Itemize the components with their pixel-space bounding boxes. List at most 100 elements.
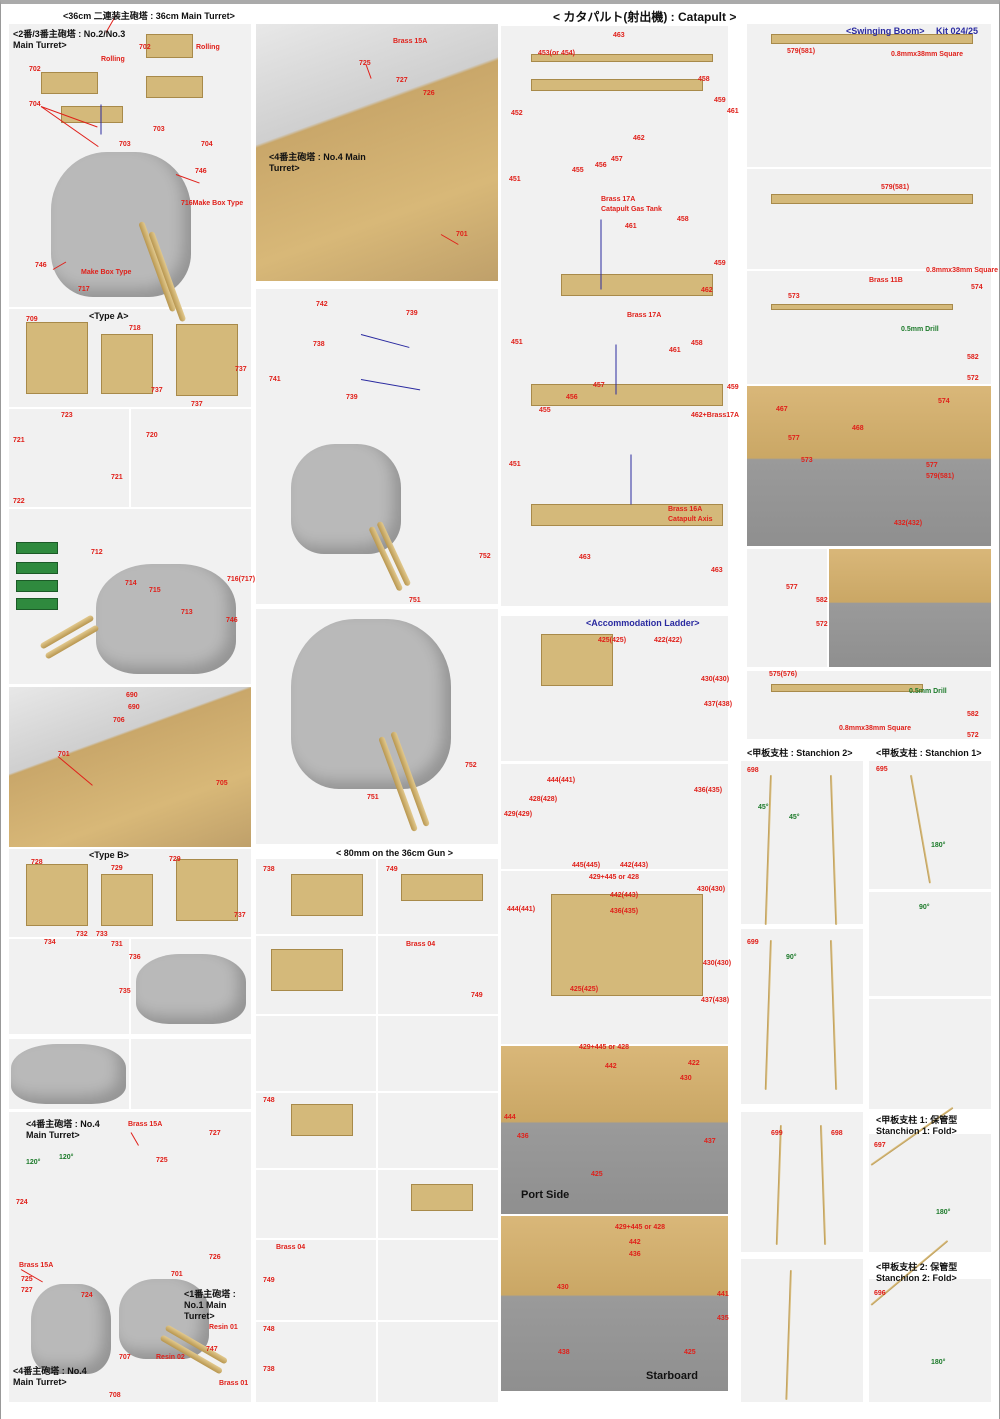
part-label-l462b: 462 [701, 287, 713, 294]
part-label-l708: 708 [109, 1392, 121, 1399]
photo-boom [747, 386, 991, 546]
part-label-brass16a: Brass 16A [668, 506, 703, 513]
photo-etch-part-8 [401, 874, 483, 901]
header-kit: Kit 024/25 [936, 26, 979, 36]
panel-stanchion1-fold-a [741, 1112, 863, 1252]
part-label-l717: 717 [78, 286, 90, 293]
part-label-l726: 726 [423, 90, 435, 97]
part-label-l749: 749 [386, 866, 398, 873]
header-no23: <2番/3番主砲塔 : No.2/No.3 Main Turret> [13, 29, 126, 50]
header-stanchion2-fold: <甲板支柱 2: 保管型 Stanchion 2: Fold> [876, 1262, 958, 1283]
part-label-l442: 442(443) [620, 862, 649, 869]
part-label-l702b: 702 [139, 44, 151, 51]
part-label-s442: 442 [629, 1239, 641, 1246]
photo-etch-part-15 [531, 384, 723, 406]
part-label-l429: 429(429) [504, 811, 533, 818]
part-label-l712: 712 [91, 549, 103, 556]
part-label-l731: 731 [111, 941, 123, 948]
part-label-l463c: 463 [711, 567, 723, 574]
part-label-l746b: 746 [35, 262, 47, 269]
part-label-l463b: 463 [579, 554, 591, 561]
part-label-l748b: 748 [263, 1326, 275, 1333]
part-label-l574: 574 [971, 284, 983, 291]
part-label-p436: 436 [517, 1133, 529, 1140]
part-label-l573b: 573 [801, 457, 813, 464]
part-label-l737c: 737 [235, 366, 247, 373]
panel-turret-top2 [131, 1039, 251, 1109]
part-label-l468: 468 [852, 425, 864, 432]
part-label-l727b: 727 [209, 1130, 221, 1137]
part-label-l698: 698 [747, 767, 759, 774]
panel-type-b-assembly1 [9, 939, 129, 1034]
part-label-l748: 748 [263, 1097, 275, 1104]
part-label-l705: 705 [216, 780, 228, 787]
photo-etch-part-18 [551, 894, 703, 996]
part-label-l457b: 457 [593, 382, 605, 389]
turret-model-6 [31, 1284, 111, 1374]
panel-type-a-assembly2 [131, 409, 251, 507]
part-label-l579b: 579(581) [881, 184, 910, 191]
part-label-d120a: 120° [26, 1159, 41, 1166]
photo-etch-part-22 [771, 684, 923, 692]
part-label-l739b: 739 [346, 394, 358, 401]
turret-model-3 [291, 619, 451, 789]
part-label-l461b: 461 [625, 223, 637, 230]
part-label-p425: 425 [591, 1171, 603, 1178]
photo-etch-part-10 [411, 1184, 473, 1211]
part-label-p422: 422 [688, 1060, 700, 1067]
part-label-l751b: 751 [367, 794, 379, 801]
part-label-l703a: 703 [119, 141, 131, 148]
part-label-d45b: 45° [789, 814, 800, 821]
part-label-l715: 715 [149, 587, 161, 594]
part-label-l716: 716(717) [227, 576, 256, 583]
part-label-l713: 713 [181, 609, 193, 616]
photo-etch-part-13 [531, 79, 703, 91]
part-label-l452: 452 [511, 110, 523, 117]
part-label-mbt1: 716Make Box Type [181, 200, 244, 207]
photo-etch-part-4 [26, 322, 88, 394]
part-label-l738c: 738 [263, 1366, 275, 1373]
part-label-l575: 575(576) [769, 671, 798, 678]
part-label-l741: 741 [269, 376, 281, 383]
part-label-l699: 699 [747, 939, 759, 946]
part-label-l720: 720 [146, 432, 158, 439]
part-label-l742: 742 [316, 301, 328, 308]
part-label-l749c: 749 [263, 1277, 275, 1284]
part-label-p430: 430 [680, 1075, 692, 1082]
photo-starboard [501, 1216, 728, 1391]
part-label-brass04: Brass 04 [406, 941, 436, 948]
part-label-l572b: 572 [816, 621, 828, 628]
part-label-p429: 429+445 or 428 [579, 1044, 630, 1051]
photo-port-side [501, 1046, 728, 1214]
part-label-l702a: 702 [29, 66, 41, 73]
header-no4a: <4番主砲塔 : No.4 Main Turret> [269, 152, 366, 173]
part-label-l461c: 461 [669, 347, 681, 354]
part-label-d90b: 90° [919, 904, 930, 911]
part-label-l458c: 458 [691, 340, 703, 347]
photo-etch-part-1 [41, 72, 98, 94]
photo-no4-turret-mast [256, 24, 498, 281]
part-label-brass17ab: Brass 17A [627, 312, 662, 319]
starboard-label: Starboard [646, 1370, 698, 1382]
turret-model-4 [136, 954, 246, 1024]
part-label-l690a: 690 [126, 692, 138, 699]
part-label-d90a: 90° [786, 954, 797, 961]
part-label-l729b: 729 [169, 856, 181, 863]
part-label-s429: 429+445 or 428 [615, 1224, 666, 1231]
part-label-brass04b: Brass 04 [276, 1244, 306, 1251]
part-label-resin01: Resin 01 [209, 1324, 238, 1331]
part-label-l728: 728 [31, 859, 43, 866]
part-label-cat_axis: Catapult Axis [668, 516, 713, 523]
part-label-l582b: 582 [816, 597, 828, 604]
part-label-l459c: 459 [727, 384, 739, 391]
part-label-l698b: 698 [831, 1130, 843, 1137]
header-stanchion1-fold: <甲板支柱 1: 保管型 Stanchion 1: Fold> [876, 1115, 958, 1136]
part-label-brass15a: Brass 15A [393, 38, 428, 45]
part-label-l430b: 430(430) [697, 886, 726, 893]
header-catapult: < カタパルト(射出機) : Catapult > [553, 10, 737, 24]
photo-etch-part-24 [101, 874, 153, 926]
part-label-l701b: 701 [456, 231, 468, 238]
part-label-l726b: 726 [209, 1254, 221, 1261]
part-label-l747: 747 [206, 1346, 218, 1353]
part-label-mbt2: Make Box Type [81, 269, 132, 276]
